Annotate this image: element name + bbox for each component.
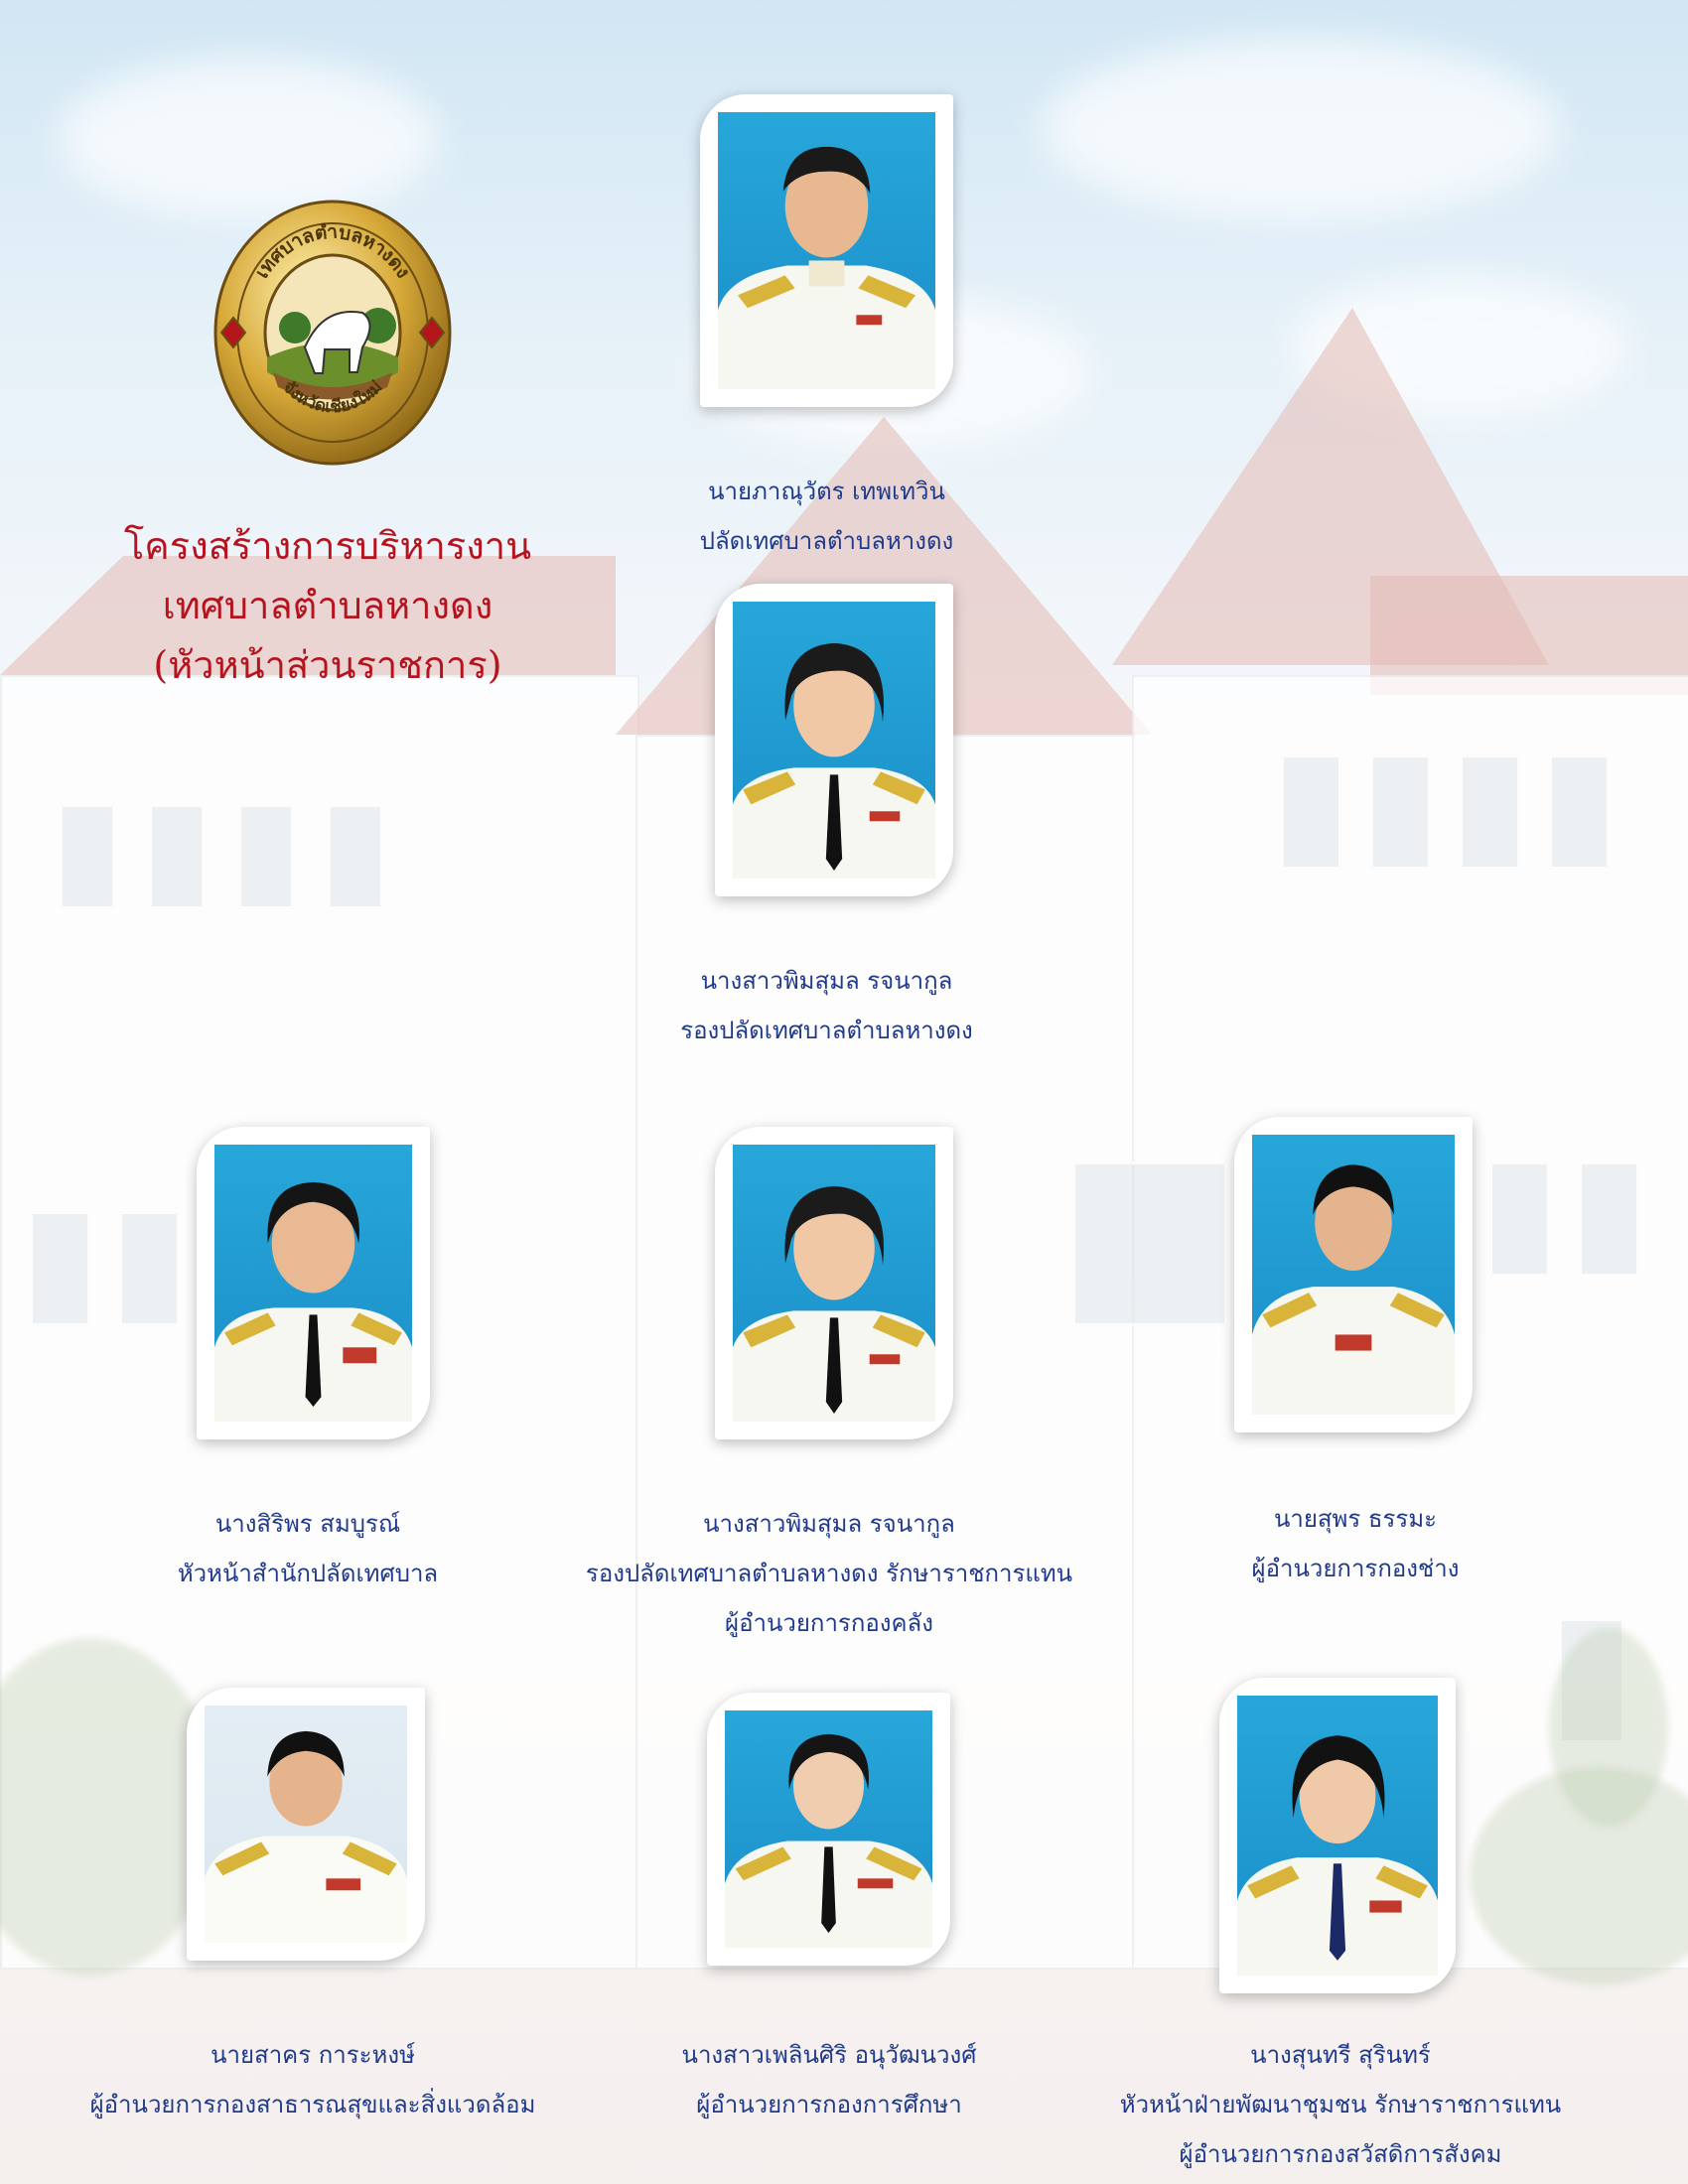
portrait-card-engineering [1234, 1117, 1473, 1433]
person-position: รองปลัดเทศบาลตำบลหางดง [680, 1017, 973, 1044]
portrait-card-public-health [187, 1688, 425, 1961]
portrait-card-deputy [715, 584, 953, 896]
portrait-photo [733, 1145, 935, 1422]
caption-social-welfare: นางสุนทรี สุรินทร์ หัวหน้าฝ่ายพัฒนาชุมชน… [1077, 2030, 1604, 2179]
portrait-card-social-welfare [1219, 1678, 1456, 1993]
portrait-photo [214, 1145, 412, 1422]
person-position: รองปลัดเทศบาลตำบลหางดง รักษาราชการแทน [585, 1560, 1073, 1587]
caption-chief: นายภาณุวัตร เทพเทวิน ปลัดเทศบาลตำบลหางดง [596, 467, 1057, 566]
person-position: หัวหน้าฝ่ายพัฒนาชุมชน รักษาราชการแทน [1119, 2091, 1562, 2118]
caption-engineering: นายสุพร ธรรมะ ผู้อำนวยการกองช่าง [1172, 1494, 1539, 1593]
portrait-photo [725, 1710, 932, 1948]
person-name: นางสาวพิมสุมล รจนากูล [703, 1510, 955, 1538]
person-name: นางสุนทรี สุรินทร์ [1250, 2041, 1431, 2069]
person-position-line2: ผู้อำนวยการกองคลัง [725, 1609, 933, 1637]
person-position-line2: ผู้อำนวยการกองสวัสดิการสังคม [1179, 2140, 1502, 2168]
caption-public-health: นายสาคร การะหงษ์ ผู้อำนวยการกองสาธารณสุข… [35, 2030, 591, 2129]
portrait-photo [205, 1706, 407, 1943]
person-name: นางสิริพร สมบูรณ์ [214, 1510, 401, 1538]
person-name: นายสุพร ธรรมะ [1273, 1505, 1438, 1533]
title-line-2: เทศบาลตำบลหางดง [162, 584, 493, 627]
municipality-seal: เทศบาลตำบลหางดง จังหวัดเชียงใหม่ [213, 199, 452, 467]
portrait-photo [1237, 1696, 1438, 1976]
portrait-photo [1252, 1135, 1455, 1415]
person-position: ผู้อำนวยการกองสาธารณสุขและสิ่งแวดล้อม [89, 2091, 536, 2118]
person-name: นางสาวพิมสุมล รจนากูล [700, 967, 953, 995]
portrait-card-education [707, 1693, 950, 1966]
caption-education: นางสาวเพลินศิริ อนุวัฒนวงศ์ ผู้อำนวยการก… [626, 2030, 1033, 2129]
title-line-1: โครงสร้างการบริหารงาน [123, 524, 532, 568]
portrait-photo [733, 602, 935, 879]
caption-office-head: นางสิริพร สมบูรณ์ หัวหน้าสำนักปลัดเทศบาล [119, 1499, 496, 1598]
portrait-card-office-head [197, 1127, 430, 1439]
person-position: ปลัดเทศบาลตำบลหางดง [699, 527, 954, 555]
person-position: หัวหน้าสำนักปลัดเทศบาล [177, 1560, 439, 1587]
person-position: ผู้อำนวยการกองการศึกษา [696, 2091, 962, 2118]
person-name: นายสาคร การะหงษ์ [211, 2041, 415, 2069]
portrait-photo [718, 112, 935, 389]
person-position: ผู้อำนวยการกองช่าง [1251, 1555, 1460, 1582]
person-name: นางสาวเพลินศิริ อนุวัฒนวงศ์ [681, 2041, 977, 2069]
caption-deputy: นางสาวพิมสุมล รจนากูล รองปลัดเทศบาลตำบลห… [596, 956, 1057, 1055]
caption-finance: นางสาวพิมสุมล รจนากูล รองปลัดเทศบาลตำบลห… [561, 1499, 1097, 1648]
portrait-card-finance [715, 1127, 953, 1439]
portrait-card-chief [700, 94, 953, 407]
person-name: นายภาณุวัตร เทพเทวิน [708, 478, 945, 505]
title-line-3: (หัวหน้าส่วนราชการ) [153, 643, 502, 687]
page-title: โครงสร้างการบริหารงาน เทศบาลตำบลหางดง (ห… [79, 516, 576, 695]
